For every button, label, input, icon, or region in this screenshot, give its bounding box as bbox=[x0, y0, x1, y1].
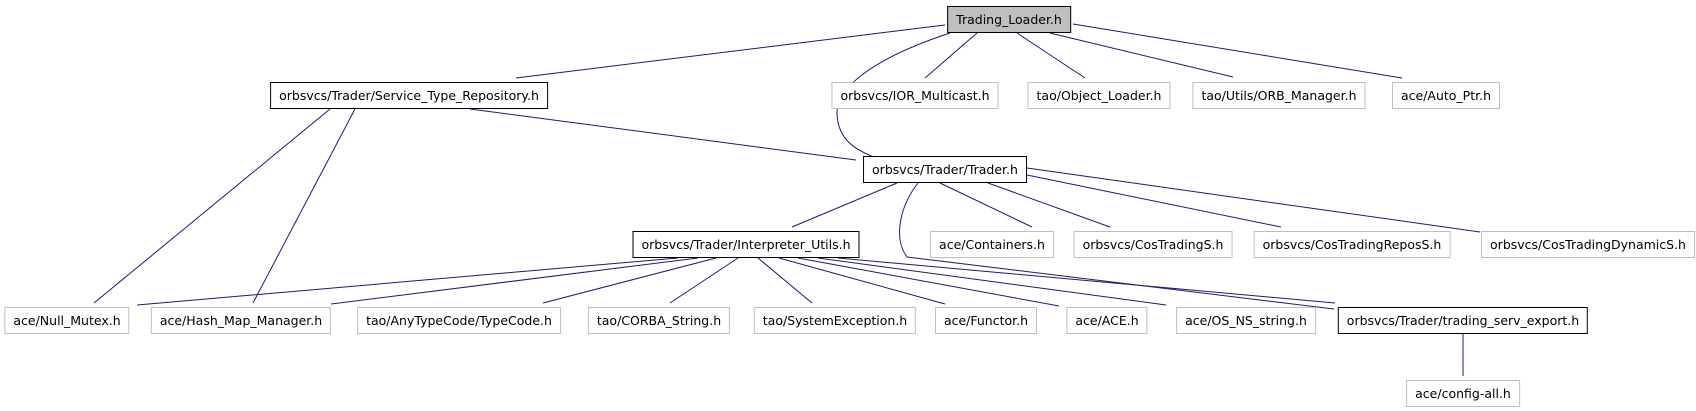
node-autoptr[interactable]: ace/Auto_Ptr.h bbox=[1391, 82, 1501, 109]
node-objl[interactable]: tao/Object_Loader.h bbox=[1027, 82, 1171, 109]
node-osns[interactable]: ace/OS_NS_string.h bbox=[1176, 307, 1316, 334]
node-root[interactable]: Trading_Loader.h bbox=[947, 6, 1071, 33]
edge-interp-func bbox=[778, 257, 946, 305]
edge-root-ior bbox=[924, 32, 978, 79]
edge-interp-ace bbox=[797, 257, 1060, 307]
edge-trader-tse bbox=[899, 182, 1335, 310]
edge-interp-hash bbox=[330, 257, 699, 305]
node-interp[interactable]: orbsvcs/Trader/Interpreter_Utils.h bbox=[632, 231, 860, 258]
edge-trader-cont bbox=[939, 182, 1033, 228]
node-cts[interactable]: orbsvcs/CosTradingS.h bbox=[1073, 231, 1233, 258]
edge-interp-tc bbox=[542, 257, 717, 304]
edge-str-hash bbox=[252, 108, 356, 304]
node-cont[interactable]: ace/Containers.h bbox=[930, 231, 1054, 258]
node-trader[interactable]: orbsvcs/Trader/Trader.h bbox=[863, 156, 1027, 183]
node-tc[interactable]: tao/AnyTypeCode/TypeCode.h bbox=[357, 307, 561, 334]
edge-trader-ctr bbox=[1026, 174, 1282, 228]
node-cfg[interactable]: ace/config-all.h bbox=[1406, 380, 1520, 407]
node-cstr[interactable]: tao/CORBA_String.h bbox=[587, 307, 731, 334]
edge-trader-ctd bbox=[1026, 167, 1481, 233]
edge-interp-osns bbox=[817, 257, 1167, 306]
edge-root-autoptr bbox=[1072, 23, 1403, 79]
edge-trader-interp bbox=[791, 182, 898, 228]
node-orbm[interactable]: tao/Utils/ORB_Manager.h bbox=[1192, 82, 1366, 109]
edge-interp-cstr bbox=[669, 257, 739, 304]
node-func[interactable]: ace/Functor.h bbox=[934, 307, 1038, 334]
node-str[interactable]: orbsvcs/Trader/Service_Type_Repository.h bbox=[270, 82, 548, 109]
edge-root-str bbox=[515, 24, 946, 79]
edge-trader-cts bbox=[987, 182, 1111, 228]
node-hash[interactable]: ace/Hash_Map_Manager.h bbox=[150, 307, 332, 334]
node-ctd[interactable]: orbsvcs/CosTradingDynamicS.h bbox=[1481, 231, 1695, 258]
edge-str-trader bbox=[469, 108, 857, 161]
node-tse[interactable]: orbsvcs/Trader/trading_serv_export.h bbox=[1337, 307, 1589, 334]
node-sysex[interactable]: tao/SystemException.h bbox=[753, 307, 917, 334]
edge-root-orbm bbox=[1049, 32, 1234, 78]
edge-str-null bbox=[93, 108, 331, 304]
node-ior[interactable]: orbsvcs/IOR_Multicast.h bbox=[831, 82, 999, 109]
node-null[interactable]: ace/Null_Mutex.h bbox=[4, 307, 130, 334]
node-ctr[interactable]: orbsvcs/CosTradingReposS.h bbox=[1253, 231, 1451, 258]
edge-root-objl bbox=[1016, 32, 1086, 79]
edge-interp-sysex bbox=[757, 257, 813, 304]
edge-interp-tse bbox=[837, 257, 1336, 304]
edge-interp-null bbox=[136, 257, 679, 306]
node-ace[interactable]: ace/ACE.h bbox=[1066, 307, 1148, 334]
